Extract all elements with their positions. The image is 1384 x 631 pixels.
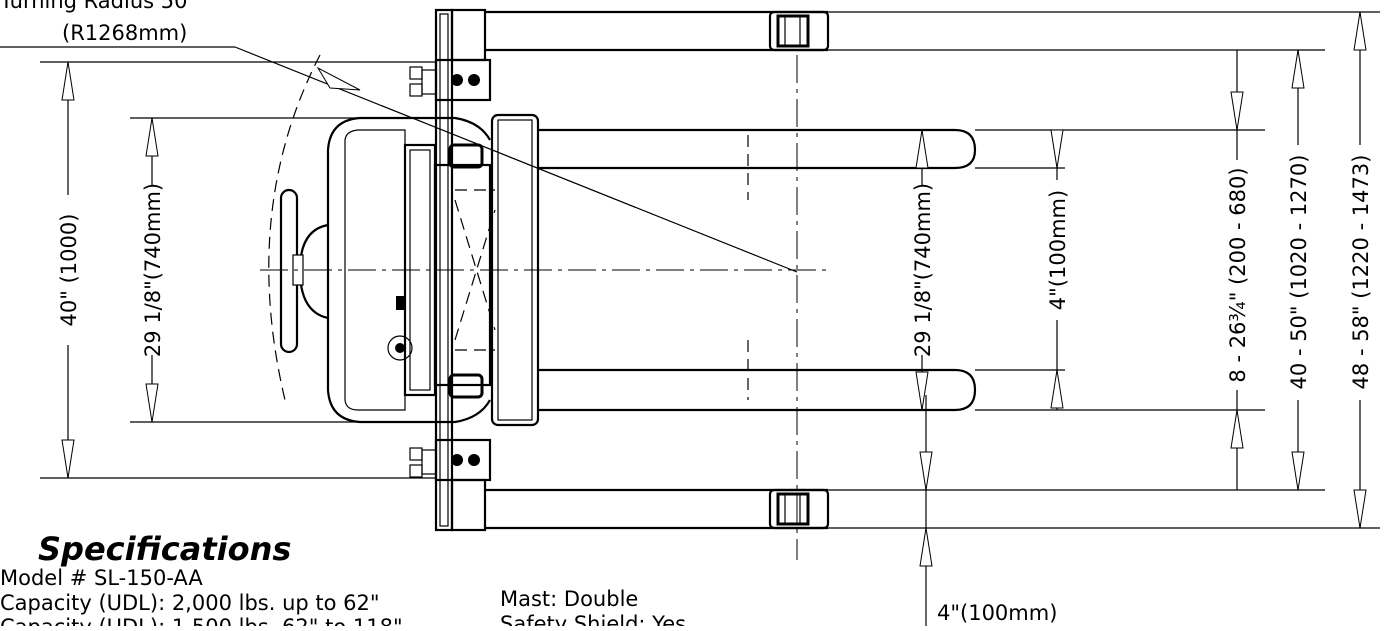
overall-width-label: 40" (1000) <box>57 214 81 327</box>
spec-model: Model # SL-150-AA <box>0 566 203 590</box>
turning-radius-arc <box>268 54 321 401</box>
specifications-block: Specifications Model # SL-150-AA Capacit… <box>0 530 686 631</box>
spec-mast: Mast: Double <box>500 587 638 611</box>
spec-capacity-1: Capacity (UDL): 2,000 lbs. up to 62" <box>0 591 380 615</box>
spec-capacity-2: Capacity (UDL): 1,500 lbs. 62" to 118" <box>0 615 403 626</box>
left-inner-width-label: 29 1/8"(740mm) <box>141 183 165 357</box>
spec-safety-shield: Safety Shield: Yes <box>500 612 686 626</box>
turning-radius-metric: (R1268mm) <box>62 21 187 45</box>
right-inner-width-label: 29 1/8"(740mm) <box>911 183 935 357</box>
turning-radius-label: Turning Radius 50" <box>0 0 197 13</box>
specifications-title: Specifications <box>38 530 291 568</box>
fork-height-label: 4"(100mm) <box>937 601 1057 625</box>
fork-width-label: 4"(100mm) <box>1046 190 1070 310</box>
outer-spread-label: 40 - 50" (1020 - 1270) <box>1287 155 1311 390</box>
fork-spread-label: 8 - 26¾" (200 - 680) <box>1226 167 1250 382</box>
dimension-fork-height <box>919 395 933 626</box>
max-spread-label: 48 - 58" (1220 - 1473) <box>1349 155 1373 390</box>
